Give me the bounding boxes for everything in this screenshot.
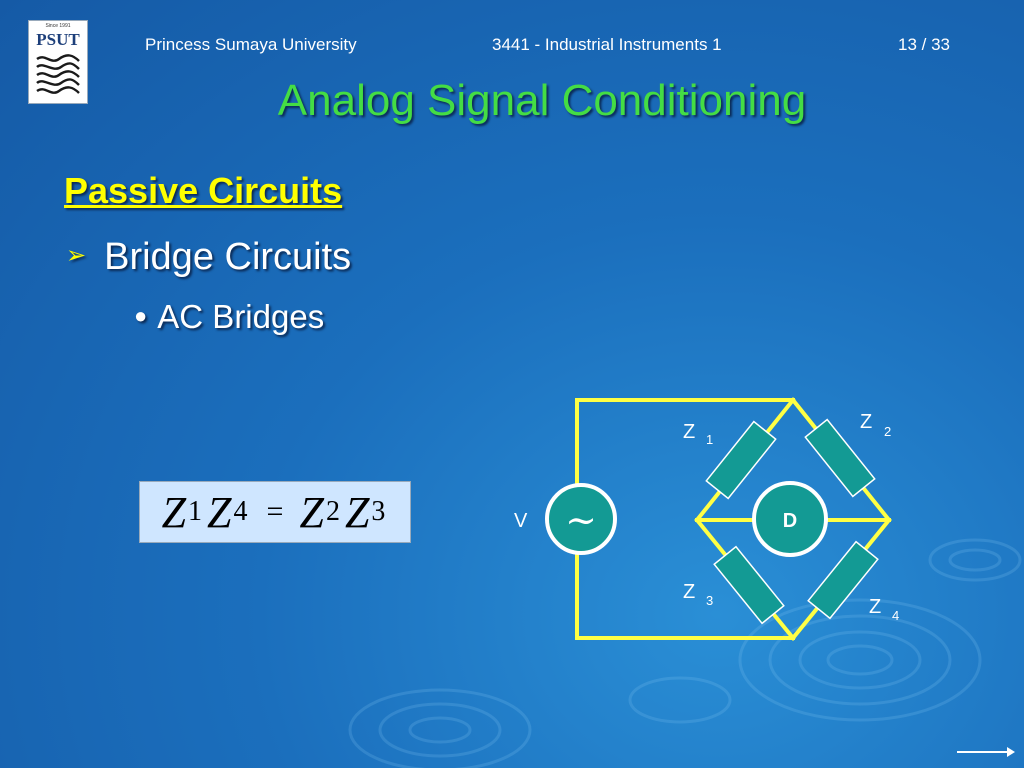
impedance-z4 [807, 540, 879, 620]
formula-sub: 2 [325, 496, 340, 527]
z4-sub: 4 [892, 608, 899, 623]
bullet-level2-text: AC Bridges [157, 298, 325, 335]
logo-since-text: Since 1991 [45, 23, 71, 29]
formula-var: Z [207, 487, 232, 537]
source-label: V [514, 510, 528, 532]
impedance-z1 [705, 420, 777, 500]
next-slide-arrow-icon[interactable] [955, 745, 1017, 759]
formula-sub: 4 [233, 496, 248, 527]
slide-title: Analog Signal Conditioning [277, 76, 807, 125]
header-page-number: 13 / 33 [898, 35, 950, 54]
ac-source-symbol: ~ [565, 498, 597, 542]
dot-bullet-icon: ● [134, 303, 148, 328]
z2-sub: 2 [884, 424, 891, 439]
formula-sub: 3 [371, 496, 386, 527]
z3-label: Z [683, 581, 695, 603]
ac-source [545, 483, 617, 555]
arrow-bullet-icon: ➢ [66, 242, 87, 269]
formula-sub: 1 [188, 496, 203, 527]
bullet-level2: ● AC Bridges [134, 298, 324, 336]
formula-var: Z [299, 487, 324, 537]
header-course: 3441 - Industrial Instruments 1 [492, 35, 722, 54]
z1-sub: 1 [706, 432, 713, 447]
detector [752, 481, 828, 557]
logo-text: PSUT [36, 30, 80, 49]
logo-emblem-icon [33, 51, 83, 99]
bullet-level1: ➢ Bridge Circuits [66, 236, 351, 279]
formula-var: Z [161, 487, 187, 537]
header-university: Princess Sumaya University [145, 35, 357, 54]
section-heading: Passive Circuits [64, 170, 343, 211]
formula-var: Z [344, 487, 370, 537]
z1-label: Z [683, 421, 695, 443]
impedance-z2 [804, 418, 876, 498]
impedance-z3 [713, 545, 785, 625]
z4-label: Z [869, 596, 881, 618]
z2-label: Z [860, 411, 872, 433]
bullet-level1-text: Bridge Circuits [104, 236, 352, 278]
detector-label: D [783, 510, 797, 532]
z3-sub: 3 [706, 593, 713, 608]
psut-logo: Since 1991 PSUT [28, 20, 88, 104]
formula-equals: = [266, 495, 284, 528]
